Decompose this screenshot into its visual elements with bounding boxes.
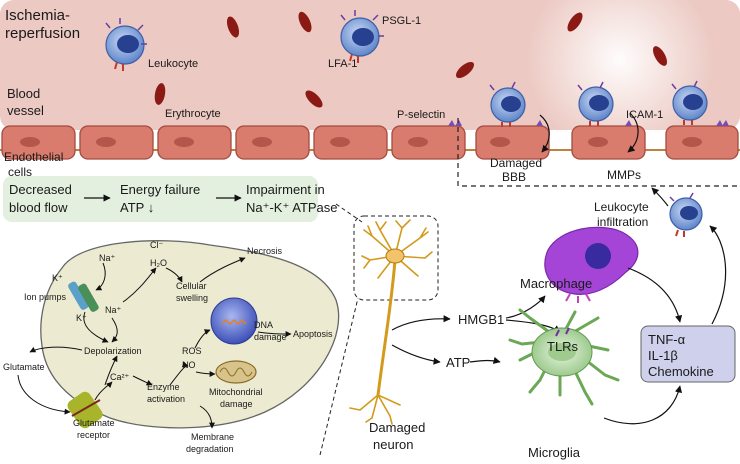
ca-label: Ca²⁺ [110, 372, 130, 382]
psgl1-label: PSGL-1 [382, 15, 421, 27]
h2o-label: H₂O [150, 258, 167, 268]
damaged-neuron-icon [349, 219, 433, 425]
neuron-zoom-box [353, 215, 439, 301]
leukocyte-infiltration-line2: infiltration [597, 215, 648, 229]
neuron-to-hmgb1-arrow [391, 315, 451, 331]
k-out-label: K⁺ [52, 273, 63, 283]
necrosis-label: Necrosis [247, 246, 283, 256]
zoom-connector-1 [335, 203, 363, 223]
apoptosis-label: Apoptosis [293, 329, 333, 339]
leukocyte-cell-4 [577, 81, 614, 126]
hmgb1-to-macrophage-arrow [505, 295, 546, 319]
k-in-label: K⁺ [76, 313, 87, 323]
cellular-swelling-line1: Cellular [176, 281, 207, 291]
enzyme-activation-line2: activation [147, 394, 185, 404]
glutamate-receptor-icon [67, 391, 103, 429]
flow-step3-line1: Impairment in [246, 182, 325, 197]
mmps-label: MMPs [607, 168, 641, 182]
infiltrating-leukocyte-icon [669, 192, 703, 237]
erythrocyte-label: Erythrocyte [165, 108, 221, 120]
endothelial-layer [0, 125, 740, 160]
macrophage-to-cytokine-arrow [627, 267, 683, 323]
leukocyte-cell-3 [489, 81, 526, 127]
membrane-degradation-line2: degradation [186, 444, 234, 454]
flow-step3-line2: Na⁺-K⁺ ATPase [246, 200, 338, 215]
atp-to-microglia-arrow [469, 356, 501, 364]
damaged-bbb-box [457, 118, 738, 187]
cell-pathway-arrows [17, 257, 292, 429]
flow-box [3, 176, 318, 222]
flow-step1-line2: blood flow [9, 200, 68, 215]
macrophage-label: Macrophage [520, 276, 592, 291]
leukocyte-label: Leukocyte [148, 58, 198, 70]
cytokine-to-leukocyte-arrow [709, 225, 727, 325]
ion-pump-icon [68, 281, 99, 312]
neuron-soma [385, 248, 405, 264]
glutamate-label: Glutamate [3, 362, 45, 372]
blood-vessel-label-line1: Blood [7, 86, 40, 101]
p-selectin-label: P-selectin [397, 109, 445, 121]
damaged-neuron-label-line1: Damaged [369, 420, 425, 435]
ros-label: ROS [182, 346, 202, 356]
na-in-label: Na⁺ [105, 305, 122, 315]
microglia-icon [508, 308, 620, 406]
endothelial-label-line2: cells [8, 165, 32, 179]
endothelial-label-line1: Endothelial [4, 150, 63, 164]
dna-damage-line2: damage [254, 332, 287, 342]
neuron-cell-body [40, 240, 340, 429]
dna-damage-line1: DNA [254, 320, 273, 330]
migration-arrow-2 [627, 112, 639, 153]
lfa1-label: LFA-1 [328, 58, 357, 70]
atp-label: ATP [446, 355, 470, 370]
flow-step2-line2: ATP ↓ [120, 200, 154, 215]
flow-step1-line1: Decreased [9, 182, 72, 197]
blood-vessel-label-line2: vessel [7, 103, 44, 118]
mito-damage-line1: Mitochondrial [209, 387, 263, 397]
depolarization-label: Depolarization [84, 346, 142, 356]
damaged-bbb-label-line2: BBB [502, 170, 526, 184]
na-out-label: Na⁺ [99, 253, 116, 263]
ion-pumps-label: Ion pumps [24, 292, 67, 302]
cytokine-il1: IL-1β [648, 348, 678, 363]
no-label: NO [182, 360, 196, 370]
microglia-label: Microglia [528, 445, 581, 460]
cytokine-tnf: TNF-α [648, 332, 686, 347]
damaged-neuron-label-line2: neuron [373, 437, 413, 452]
leukocyte-cell-5 [671, 80, 708, 125]
zoom-connector-2 [319, 297, 359, 456]
leukocyte-cell-2 [340, 10, 384, 63]
glutamate-receptor-line2: receptor [77, 430, 110, 440]
damage-glow [525, 0, 715, 155]
migration-arrow-1 [539, 114, 550, 153]
macrophage-icon [544, 226, 639, 303]
damaged-bbb-label-line1: Damaged [490, 156, 542, 170]
infiltration-arrow [651, 187, 669, 207]
icam1-label: ICAM-1 [626, 109, 663, 121]
glutamate-receptor-line1: Glutamate [73, 418, 115, 428]
ischemia-label-line1: Ischemia- [5, 7, 70, 24]
hmgb1-label: HMGB1 [458, 312, 504, 327]
leukocyte-infiltration-line1: Leukocyte [594, 200, 649, 214]
cytokine-box [640, 325, 736, 383]
cytokine-chemokine: Chemokine [648, 364, 714, 379]
mitochondrion-icon [215, 360, 257, 384]
mito-damage-line2: damage [220, 399, 253, 409]
adhesion-molecules [448, 120, 729, 126]
leukocyte-cell-1 [105, 18, 147, 71]
erythrocytes [154, 11, 667, 108]
membrane-degradation-line1: Membrane [191, 432, 234, 442]
tlrs-label: TLRs [547, 339, 579, 354]
cl-label: Cl⁻ [150, 240, 163, 250]
nucleus-icon [210, 297, 258, 345]
flow-step2-line1: Energy failure [120, 182, 200, 197]
enzyme-activation-line1: Enzyme [147, 382, 180, 392]
cellular-swelling-line2: swelling [176, 293, 208, 303]
neuron-to-atp-arrow [391, 344, 441, 365]
ischemia-label-line2: reperfusion [5, 25, 80, 42]
microglia-to-cytokine-arrow [603, 385, 683, 425]
